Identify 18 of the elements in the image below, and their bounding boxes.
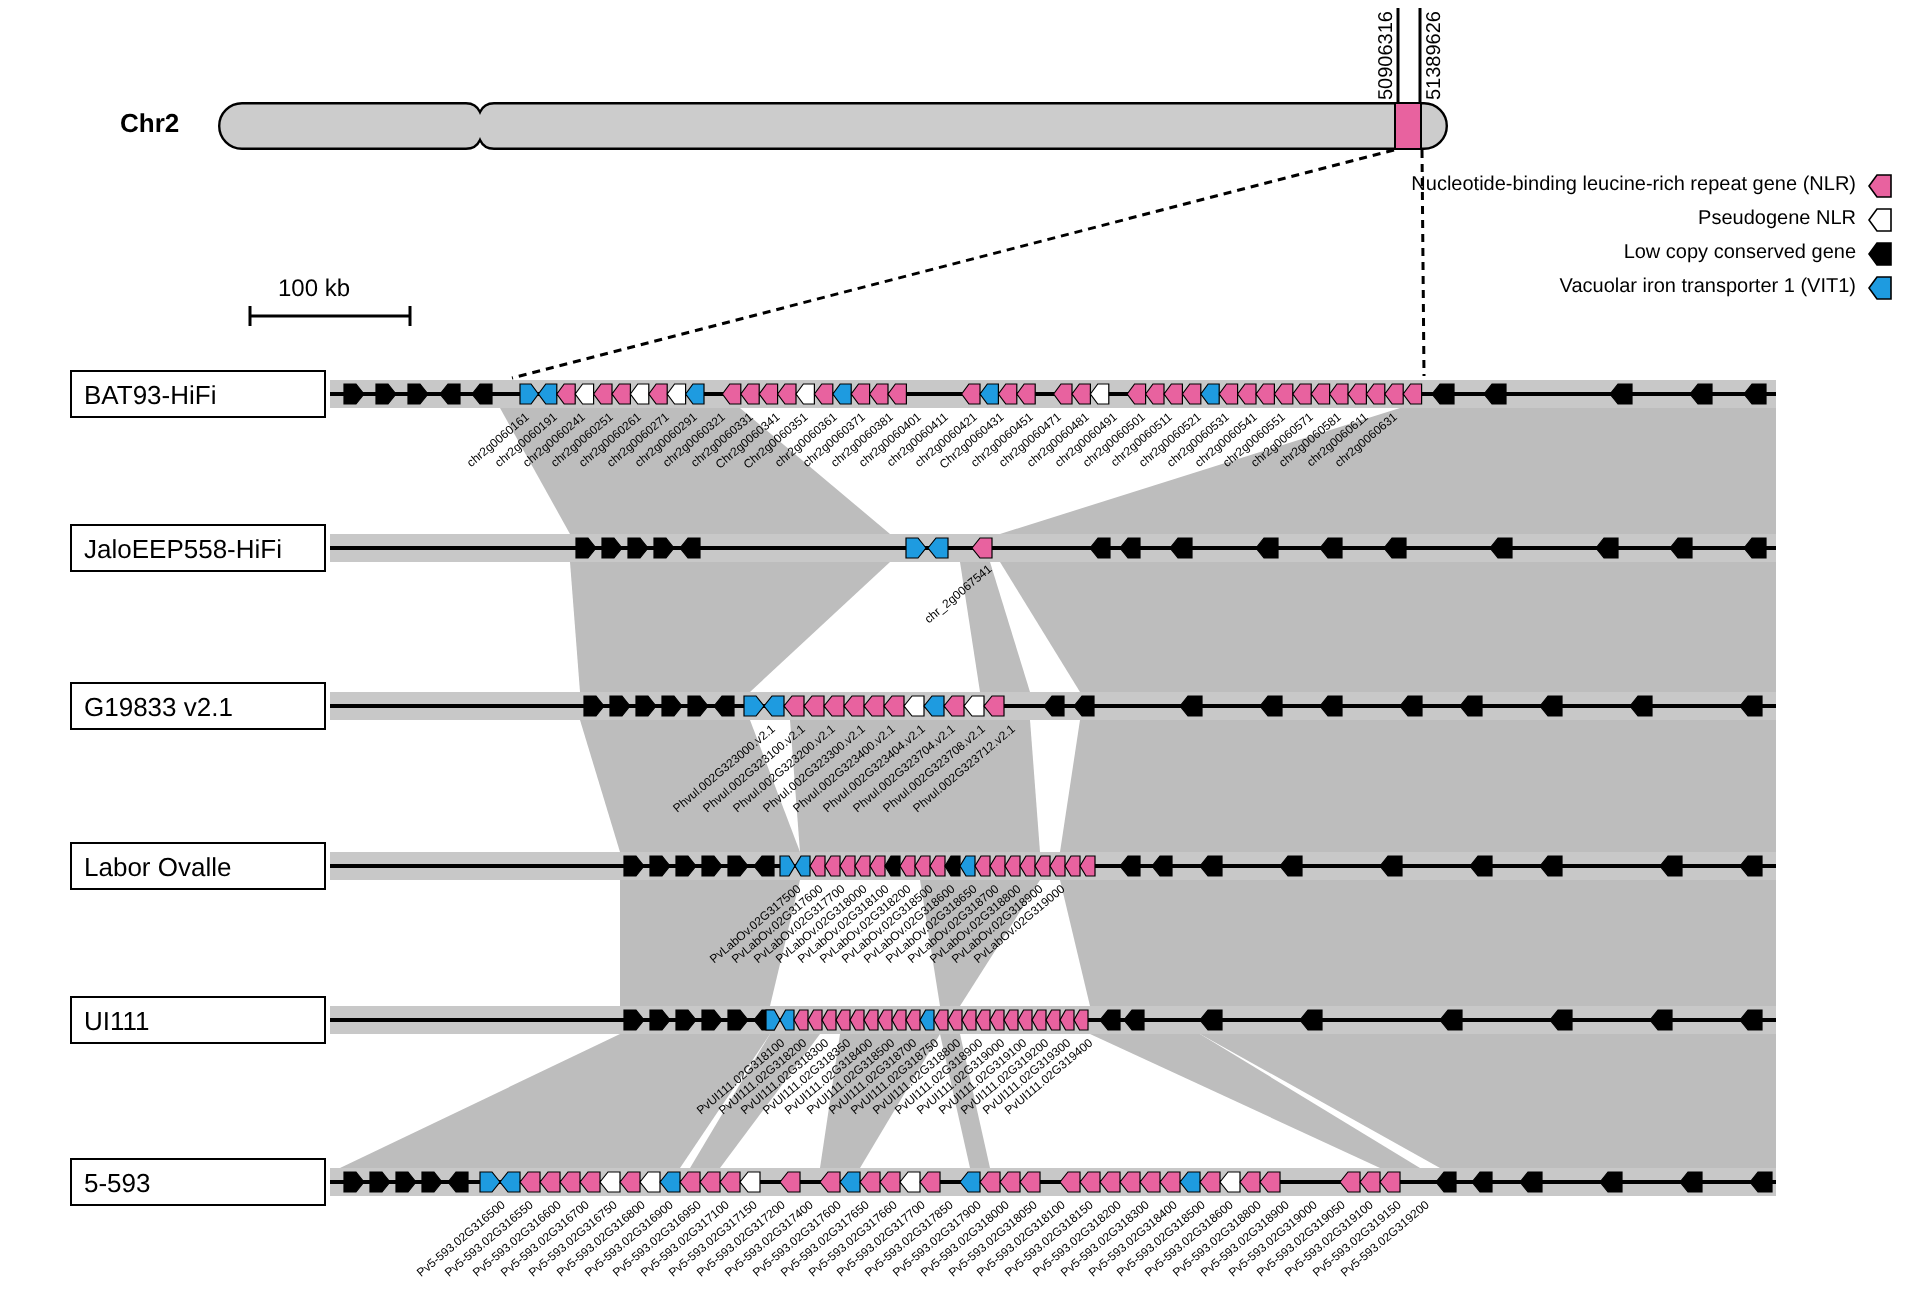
scale-label: 100 kb [278,276,351,300]
legend-label: Low copy conserved gene [1623,240,1856,266]
genome-label-box: G19833 v2.1 [70,682,326,730]
genome-label-box: Labor Ovalle [70,842,326,890]
genome-label-box: BAT93-HiFi [70,370,326,418]
coordinate-label: 50906316 [1378,11,1398,100]
chromosome-drawing [216,102,1450,150]
highlighted-region [1394,102,1422,150]
genome-label-box: UI111 [70,996,326,1044]
genome-label-box: 5-593 [70,1158,326,1206]
zoom-line [511,148,1395,380]
chromosome-label: Chr2 [120,110,180,136]
zoom-line [1420,150,1426,376]
legend-label: Pseudogene NLR [1698,206,1856,232]
coordinate-label: 51389626 [1426,11,1446,100]
genome-label-box: JaloEEP558-HiFi [70,524,326,572]
legend-label: Vacuolar iron transporter 1 (VIT1) [1559,274,1856,300]
legend-label: Nucleotide-binding leucine-rich repeat gene (NLR) [1411,172,1856,198]
